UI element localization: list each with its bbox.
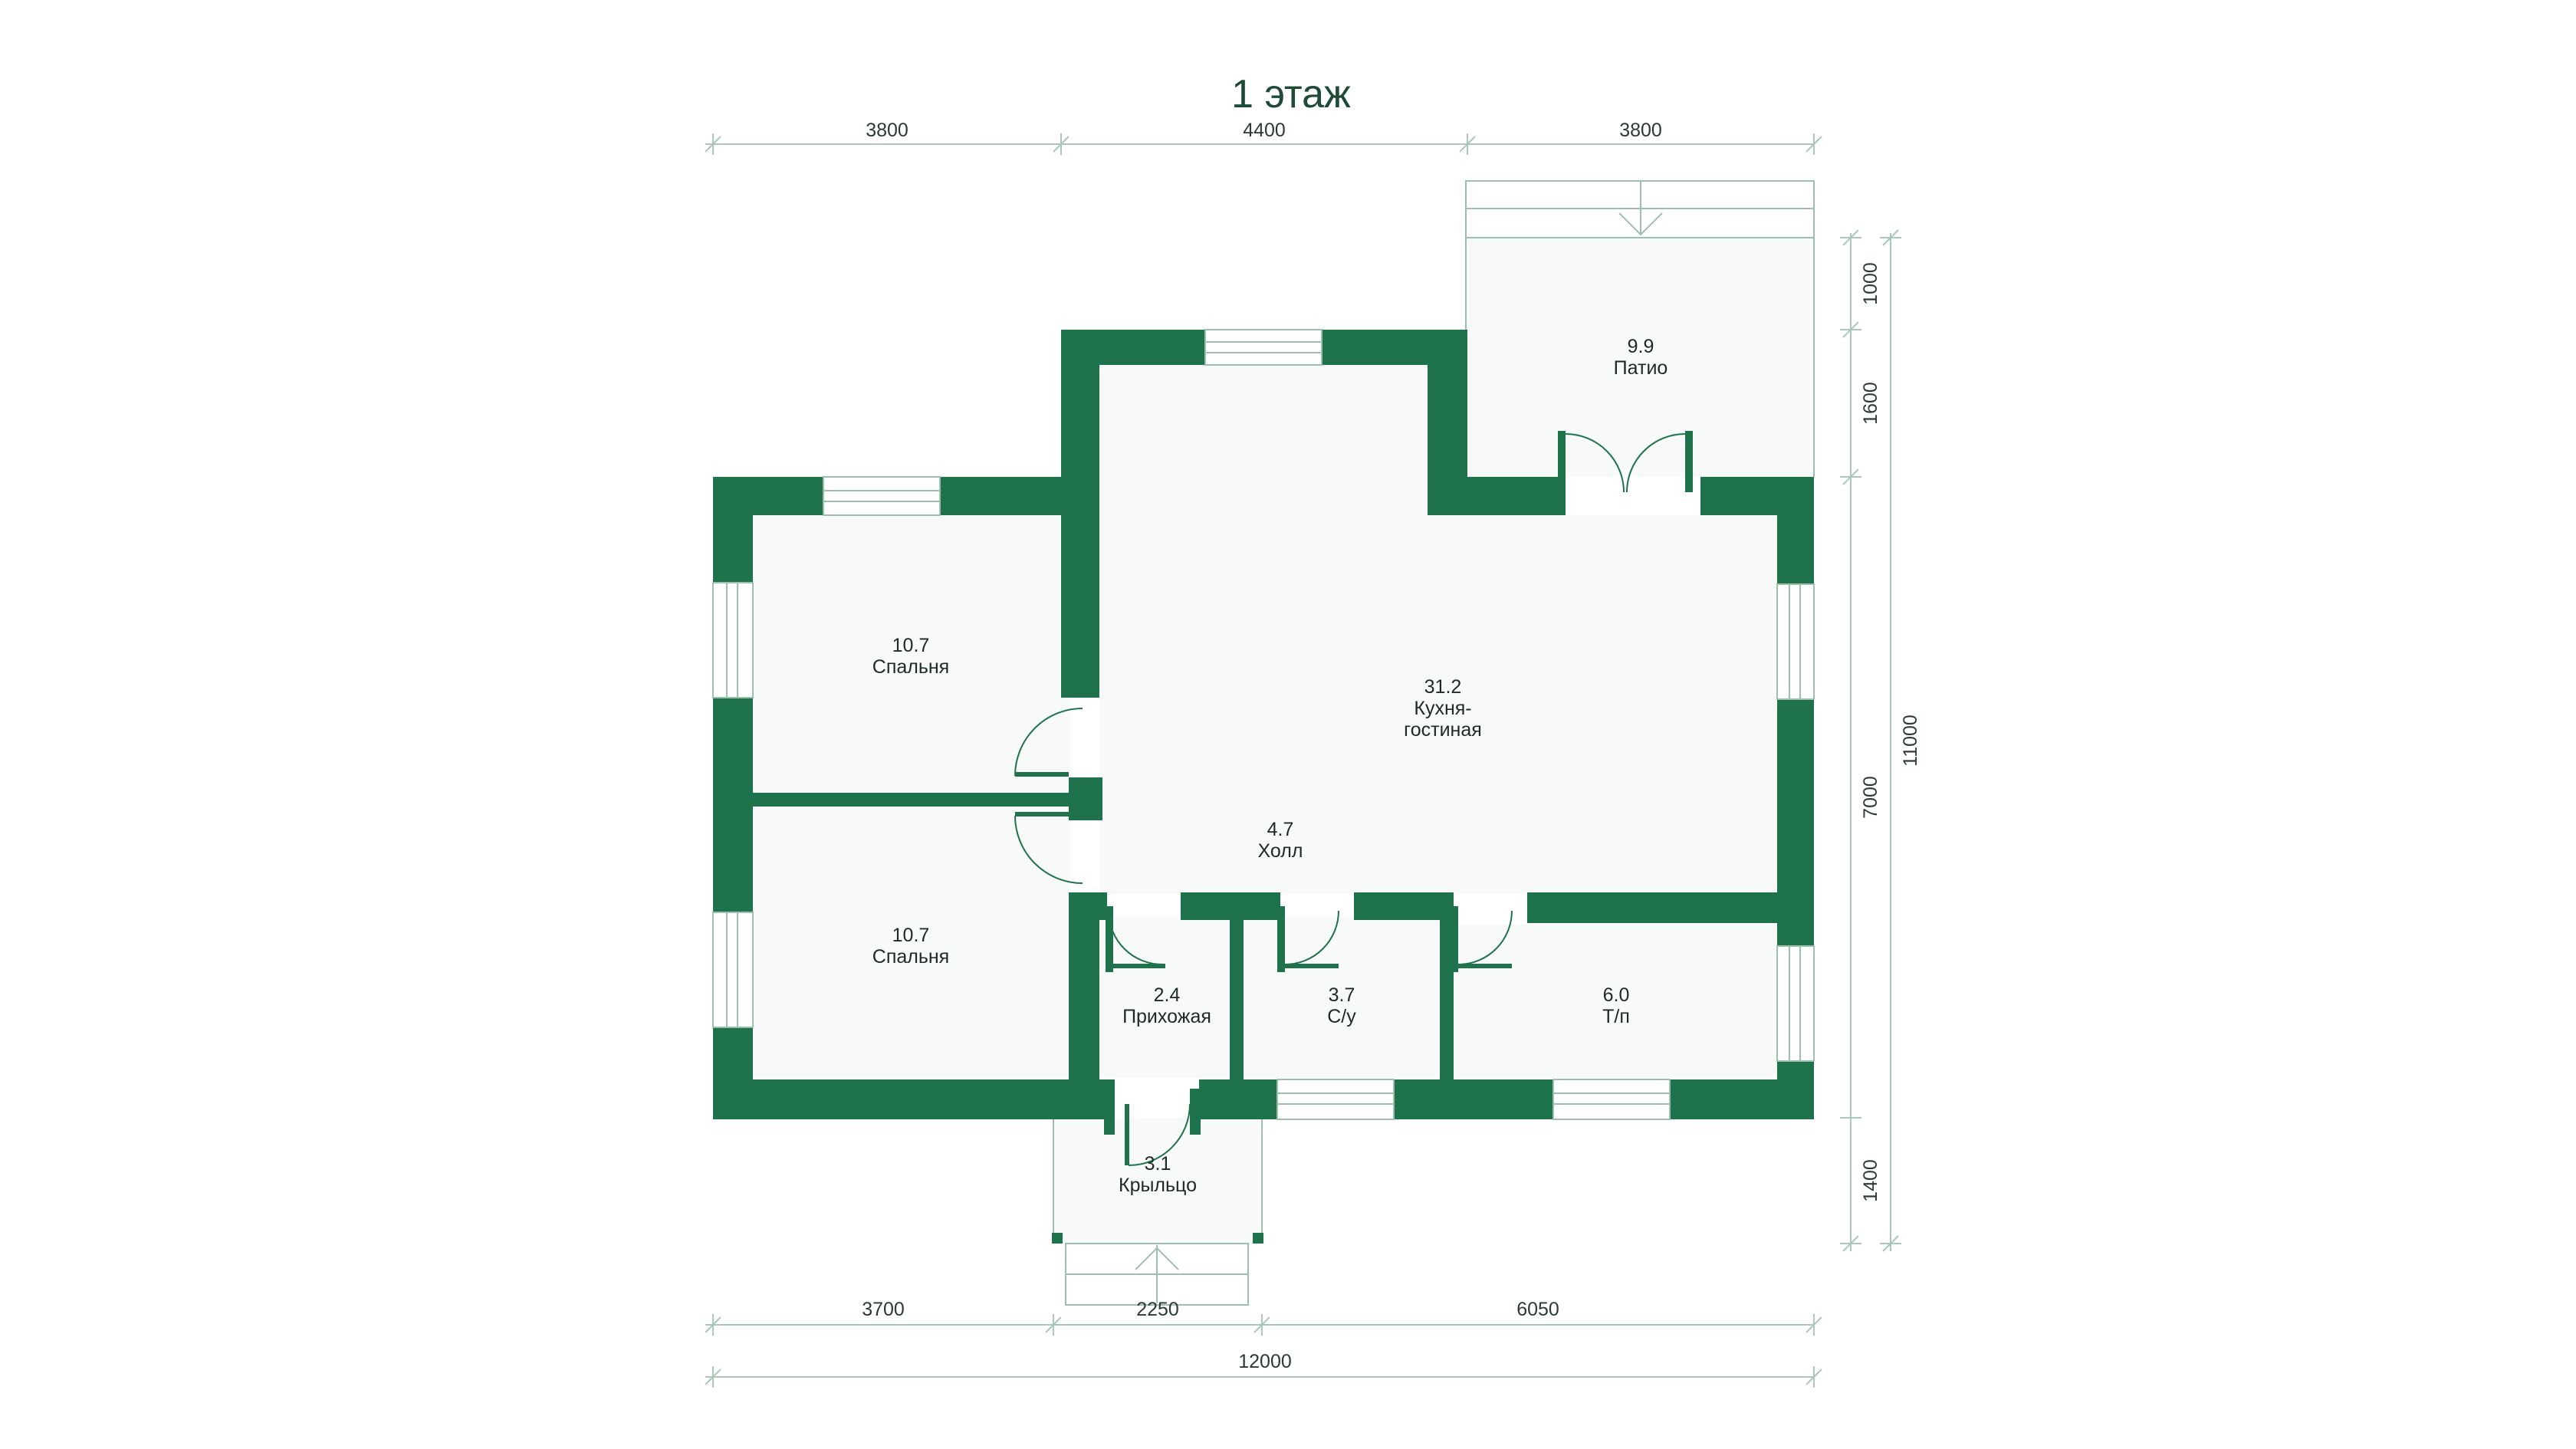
dim-right-total: 11000 — [1900, 715, 1921, 767]
room-area: 6.0 — [1603, 984, 1630, 1006]
door-entrance — [1108, 910, 1165, 968]
window-living-right — [1776, 583, 1815, 700]
dim-top-2: 4400 — [1243, 120, 1286, 141]
door-bedroom1 — [1014, 708, 1083, 777]
room-area: 9.9 — [1628, 336, 1654, 357]
window-bedroom2-left — [712, 912, 754, 1028]
room-area: 4.7 — [1267, 819, 1294, 840]
room-porch: 3.1 Крыльцо — [1119, 1153, 1197, 1196]
room-entryway: 2.4 Прихожая — [1122, 984, 1211, 1027]
windows — [712, 329, 1815, 1120]
plan-title: 1 этаж — [1231, 72, 1351, 117]
porch — [1052, 1118, 1263, 1306]
room-bathroom: 3.7 С/у — [1327, 984, 1356, 1027]
room-area: 10.7 — [892, 925, 930, 946]
room-hall: 4.7 Холл — [1258, 819, 1303, 862]
dim-bottom-total: 12000 — [1238, 1351, 1292, 1372]
room-bedroom-2: 10.7 Спальня — [872, 925, 949, 968]
window-living-top — [1204, 329, 1322, 366]
doors — [1014, 433, 1686, 1166]
room-name: Спальня — [872, 946, 949, 968]
window-utility-right — [1776, 945, 1815, 1062]
dim-bottom-2: 2250 — [1136, 1299, 1179, 1320]
bottom-dimension: 3700 2250 6050 12000 — [705, 1299, 1822, 1388]
room-area: 3.7 — [1329, 984, 1355, 1006]
room-area: 31.2 — [1424, 676, 1462, 698]
room-name: Т/п — [1602, 1006, 1630, 1027]
dim-right-3: 7000 — [1860, 776, 1881, 819]
room-name: Крыльцо — [1119, 1175, 1197, 1196]
room-bedroom-1: 10.7 Спальня — [872, 635, 949, 678]
dim-right-2: 1600 — [1860, 382, 1881, 425]
room-name-2: гостиная — [1404, 719, 1482, 741]
right-dimension: 1000 1600 7000 1400 11000 — [1840, 229, 1921, 1252]
door-bathroom — [1282, 910, 1339, 968]
room-name: Спальня — [872, 656, 949, 678]
room-name: С/у — [1327, 1006, 1356, 1027]
window-bedroom1-top — [823, 476, 941, 516]
dim-bottom-1: 3700 — [862, 1299, 905, 1320]
window-bedroom1-left — [712, 582, 754, 698]
room-name: Патио — [1614, 357, 1668, 379]
window-bathroom-bottom — [1276, 1079, 1395, 1120]
dim-top-3: 3800 — [1619, 120, 1662, 141]
room-area: 2.4 — [1154, 984, 1181, 1006]
room-name: Прихожая — [1122, 1006, 1211, 1027]
dim-right-1: 1000 — [1860, 262, 1881, 305]
door-utility — [1455, 910, 1513, 968]
door-porch — [1125, 1103, 1191, 1166]
window-utility-bottom — [1552, 1079, 1671, 1120]
room-name: Кухня- — [1414, 698, 1471, 719]
door-bedroom2 — [1014, 812, 1083, 884]
dim-top-1: 3800 — [866, 120, 909, 141]
dim-bottom-3: 6050 — [1516, 1299, 1559, 1320]
room-name: Холл — [1258, 840, 1303, 862]
interior-floor — [753, 365, 1777, 1078]
room-utility: 6.0 Т/п — [1602, 984, 1630, 1027]
door-patio — [1565, 433, 1686, 493]
dim-right-4: 1400 — [1860, 1159, 1881, 1202]
room-kitchen-living: 31.2 Кухня- гостиная — [1404, 676, 1482, 741]
room-area: 3.1 — [1145, 1153, 1171, 1175]
room-area: 10.7 — [892, 635, 930, 656]
patio — [1465, 180, 1815, 477]
room-labels: 9.9 Патио 10.7 Спальня 31.2 Кухня- гости… — [872, 336, 1668, 1196]
room-patio: 9.9 Патио — [1614, 336, 1668, 379]
top-dimension: 3800 4400 3800 — [705, 120, 1822, 155]
